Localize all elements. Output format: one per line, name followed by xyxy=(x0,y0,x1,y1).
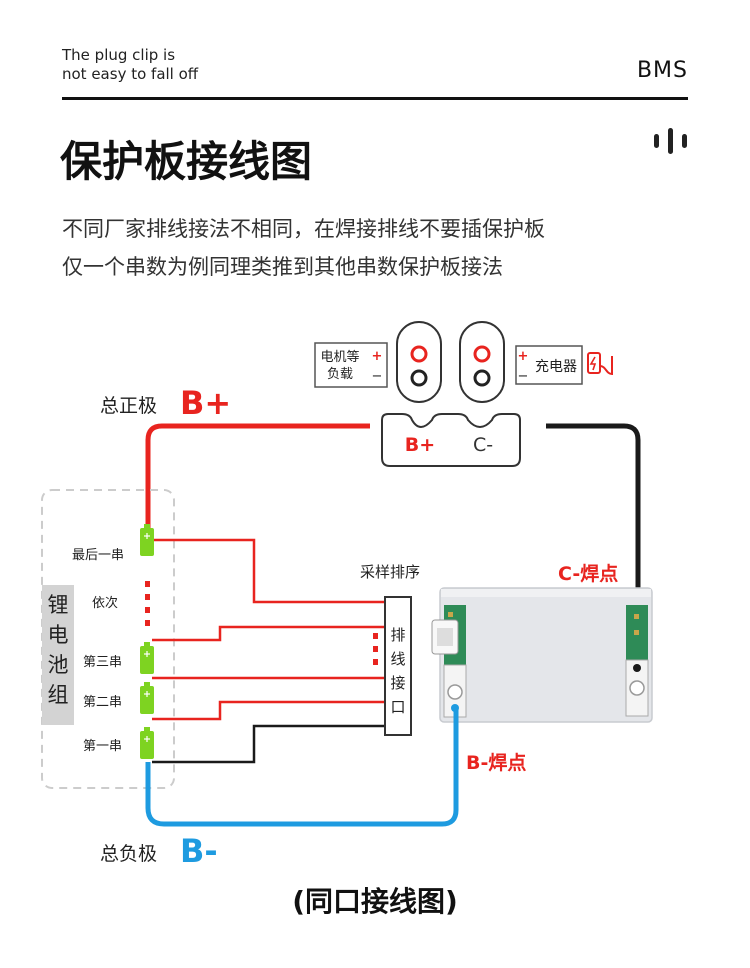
charger-plus-pin xyxy=(473,345,491,363)
charger-plus: + xyxy=(518,349,529,364)
intro-line2: 仅一个串数为例同理类推到其他串数保护板接法 xyxy=(62,255,503,279)
load-plus: + xyxy=(372,349,383,364)
diagram-caption: (同口接线图) xyxy=(292,885,458,918)
main-positive-wire xyxy=(145,423,370,540)
brand-label: BMS xyxy=(636,58,688,83)
cell-last xyxy=(140,524,154,556)
charger-box xyxy=(515,345,583,385)
terminal-bplus: B+ xyxy=(405,434,435,456)
cell-label-sequence: 依次 xyxy=(92,595,118,611)
intro-line1: 不同厂家排线接法不相同，在焊接排线不要插保护板 xyxy=(62,217,545,241)
bms-board xyxy=(431,587,653,723)
page-title: 保护板接线图 xyxy=(60,137,313,186)
header-divider xyxy=(62,97,688,100)
charging-plug-icon xyxy=(587,352,613,376)
cell-second xyxy=(140,682,154,714)
connector-char2: 线 xyxy=(390,650,405,668)
total-negative-label: 总负极 xyxy=(100,843,157,865)
intro-text: 不同厂家排线接法不相同，在焊接排线不要插保护板 仅一个串数为例同理类推到其他串数… xyxy=(62,210,545,286)
tagline: The plug clip is not easy to fall off xyxy=(62,46,198,84)
cell-first xyxy=(140,727,154,759)
pack-label-char2: 电 xyxy=(48,623,69,647)
load-box xyxy=(314,342,388,388)
connector-char4: 口 xyxy=(390,698,405,716)
connector-char3: 接 xyxy=(390,674,405,692)
c-solder-label-text: C-焊点 xyxy=(558,562,618,585)
load-plus-pin xyxy=(410,345,428,363)
b-solder-label: B-焊点 xyxy=(466,751,526,774)
load-label-line2: 负载 xyxy=(327,367,353,382)
charger-minus: − xyxy=(518,369,529,384)
load-label-line1: 电机等 xyxy=(320,349,359,365)
cell-label-second: 第二串 xyxy=(83,695,122,710)
tagline-line2: not easy to fall off xyxy=(62,65,199,83)
continuation-dots-connector xyxy=(373,633,378,665)
pack-label-char4: 组 xyxy=(48,683,69,707)
main-negative-wire xyxy=(145,708,459,827)
total-positive-label: 总正极 xyxy=(100,395,157,417)
sampling-label: 采样排序 xyxy=(360,563,420,581)
battery-pack-label-box xyxy=(42,585,74,725)
cell-third xyxy=(140,642,154,674)
bars-icon xyxy=(654,128,687,154)
continuation-dots-cells xyxy=(145,581,150,626)
b-solder-label-text: B-焊点 xyxy=(466,751,526,774)
total-negative-symbol: B- xyxy=(180,832,218,870)
cell-label-first: 第一串 xyxy=(83,739,122,754)
sense-wire-first-top xyxy=(152,700,386,721)
load-minus: − xyxy=(372,369,383,384)
tagline-line1: The plug clip is xyxy=(62,46,176,64)
sampling-connector xyxy=(384,596,412,736)
c-minus-wire xyxy=(546,423,641,640)
pack-label-char3: 池 xyxy=(48,653,69,677)
charger-minus-pin xyxy=(473,369,491,387)
pack-label-char1: 锂 xyxy=(48,593,69,617)
terminal-cminus: C- xyxy=(473,434,493,456)
sense-wire-last xyxy=(152,538,386,604)
load-minus-pin xyxy=(410,369,428,387)
cell-label-third: 第三串 xyxy=(83,655,122,670)
total-positive-symbol: B+ xyxy=(180,384,231,422)
connector-char1: 排 xyxy=(390,626,405,644)
charger-label: 充电器 xyxy=(535,359,577,375)
cell-label-last: 最后一串 xyxy=(72,548,124,563)
sense-wire-third-top xyxy=(152,625,386,642)
sense-wire-ground xyxy=(152,724,386,764)
output-connector xyxy=(381,413,521,467)
c-solder-label: C-焊点 xyxy=(558,562,618,585)
